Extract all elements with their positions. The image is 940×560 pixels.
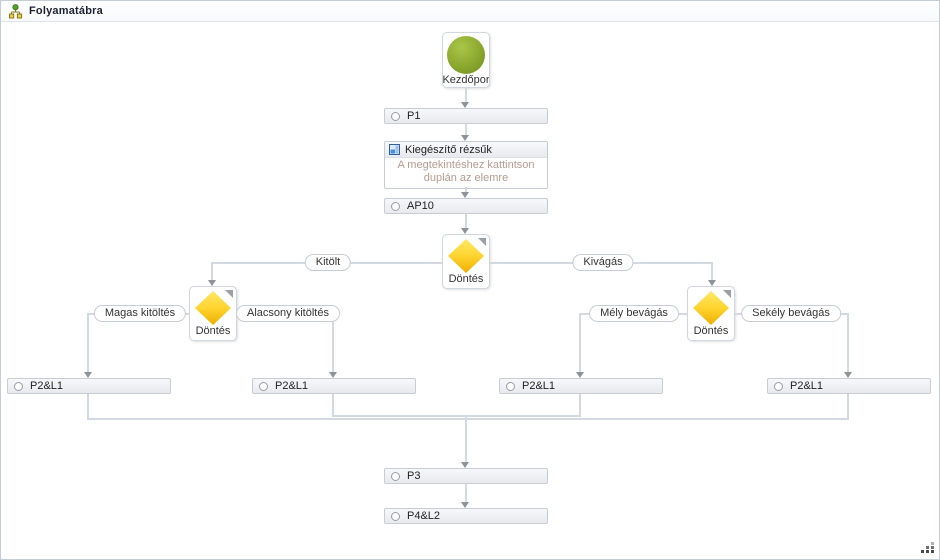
arrowhead-icon	[844, 372, 852, 378]
edge-line	[465, 415, 467, 462]
edge-line	[87, 418, 849, 420]
arrowhead-icon	[461, 462, 469, 468]
arrowhead-icon	[461, 102, 469, 108]
process-circle-icon	[14, 381, 23, 391]
arrowhead-icon	[461, 228, 469, 234]
process-box-p4l2[interactable]: P4&L2	[384, 508, 548, 524]
edge-label-sekely: Sekély bevágás	[741, 305, 841, 322]
subprocess-hint: A megtekintéshez kattintson duplán az el…	[385, 158, 547, 188]
process-box-p2l1-3[interactable]: P2&L1	[499, 378, 663, 394]
fold-corner-icon	[225, 290, 233, 298]
edge-label-kivagas: Kivágás	[572, 254, 634, 271]
decision-diamond-icon	[448, 239, 484, 273]
edge-line	[579, 313, 581, 372]
resize-grip[interactable]	[920, 541, 936, 554]
edge-line	[465, 88, 467, 102]
arrowhead-icon	[329, 372, 337, 378]
arrowhead-icon	[84, 372, 92, 378]
process-box-p3[interactable]: P3	[384, 468, 548, 484]
process-label-ap10: AP10	[407, 200, 434, 212]
fold-corner-icon	[723, 290, 731, 298]
decision-node-right[interactable]: Döntés	[687, 286, 735, 341]
process-circle-icon	[391, 111, 400, 121]
process-circle-icon	[391, 201, 400, 211]
arrowhead-icon	[708, 280, 716, 286]
process-label-p3: P3	[407, 470, 421, 482]
process-circle-icon	[259, 381, 268, 391]
decision-main-label: Döntés	[448, 273, 484, 285]
process-box-p2l1-1[interactable]: P2&L1	[7, 378, 171, 394]
process-label-p2l1-4: P2&L1	[790, 380, 824, 392]
panel-header: Folyamatábra	[1, 1, 939, 22]
process-label-p2l1-3: P2&L1	[522, 380, 556, 392]
start-circle-icon	[447, 36, 485, 74]
edge-line	[465, 187, 467, 192]
arrowhead-icon	[461, 135, 469, 141]
edge-label-kitolt: Kitölt	[304, 254, 352, 271]
arrowhead-icon	[461, 502, 469, 508]
edge-line	[87, 313, 89, 372]
edge-line	[465, 484, 467, 502]
edge-line	[465, 214, 467, 228]
process-box-p2l1-4[interactable]: P2&L1	[767, 378, 931, 394]
subprocess-hint-line1: A megtekintéshez kattintson	[397, 159, 535, 171]
decision-diamond-icon	[693, 291, 729, 325]
edge-label-alacsony: Alacsony kitöltés	[236, 305, 340, 322]
edge-line	[211, 262, 213, 280]
edge-line	[332, 313, 334, 372]
subprocess-header: Kiegészítő rézsűk	[385, 142, 547, 158]
arrowhead-icon	[461, 192, 469, 198]
fold-corner-icon	[478, 238, 486, 246]
subprocess-box[interactable]: Kiegészítő rézsűk A megtekintéshez katti…	[384, 141, 548, 189]
edge-line	[332, 415, 581, 417]
edge-line	[579, 394, 581, 417]
process-circle-icon	[391, 471, 400, 481]
panel-title: Folyamatábra	[29, 5, 103, 17]
edge-line	[87, 394, 89, 420]
decision-node-main[interactable]: Döntés	[442, 234, 490, 289]
decision-diamond-icon	[195, 291, 231, 325]
decision-right-label: Döntés	[693, 325, 729, 337]
subprocess-icon	[389, 144, 400, 155]
process-circle-icon	[506, 381, 515, 391]
start-node-label: Kezdőpor	[442, 74, 490, 86]
flowchart-icon	[9, 3, 23, 18]
edge-line	[465, 124, 467, 135]
process-label-p4l2: P4&L2	[407, 510, 441, 522]
edge-line	[847, 313, 849, 372]
decision-node-left[interactable]: Döntés	[189, 286, 237, 341]
resize-grip-icon	[921, 542, 934, 553]
edge-line	[332, 394, 334, 417]
subprocess-label: Kiegészítő rézsűk	[405, 143, 492, 156]
process-box-ap10[interactable]: AP10	[384, 198, 548, 214]
arrowhead-icon	[208, 280, 216, 286]
edge-label-mely: Mély bevágás	[589, 305, 679, 322]
process-box-p1[interactable]: P1	[384, 108, 548, 124]
start-node[interactable]: Kezdőpor	[442, 32, 490, 88]
process-circle-icon	[774, 381, 783, 391]
process-box-p2l1-2[interactable]: P2&L1	[252, 378, 416, 394]
edge-line	[711, 262, 713, 280]
edge-label-magas: Magas kitöltés	[93, 305, 187, 322]
process-label-p2l1-1: P2&L1	[30, 380, 64, 392]
subprocess-hint-line2: duplán az elemre	[423, 172, 509, 184]
process-label-p2l1-2: P2&L1	[275, 380, 309, 392]
arrowhead-icon	[576, 372, 584, 378]
decision-left-label: Döntés	[195, 325, 231, 337]
process-circle-icon	[391, 511, 400, 521]
edge-line	[847, 394, 849, 420]
process-label-p1: P1	[407, 110, 421, 122]
